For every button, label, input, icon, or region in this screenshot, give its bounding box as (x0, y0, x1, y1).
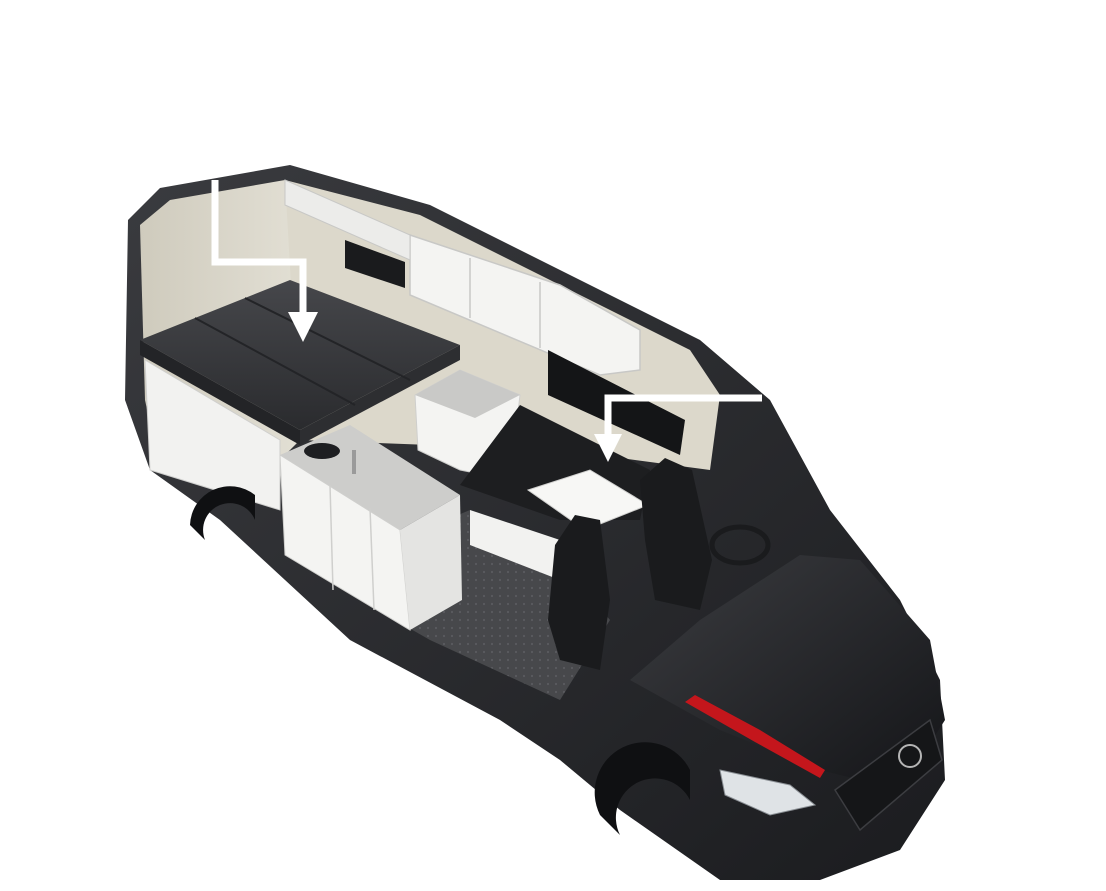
window-upper (345, 240, 405, 288)
sink-faucet (352, 450, 356, 474)
front-wheel-well (594, 742, 690, 835)
window-side (548, 350, 685, 455)
arrow-down-icon (288, 312, 318, 342)
bed-platform-arrow (211, 180, 318, 342)
rear-wheel-well (190, 486, 255, 540)
front-grille (833, 718, 943, 832)
upper-cabinets (284, 179, 641, 376)
brand-emblem (898, 744, 922, 768)
galley-counter (279, 425, 462, 631)
cooktop (304, 443, 340, 459)
hood (630, 555, 945, 790)
dinette-table-arrow (594, 394, 762, 462)
under-bed-storage (144, 359, 281, 511)
arrow-down-icon (594, 434, 622, 462)
driver-seats (548, 458, 712, 670)
steering-wheel (709, 524, 771, 566)
accent-stripe (685, 695, 825, 778)
headlight (719, 769, 817, 816)
bed-platform (140, 280, 460, 445)
